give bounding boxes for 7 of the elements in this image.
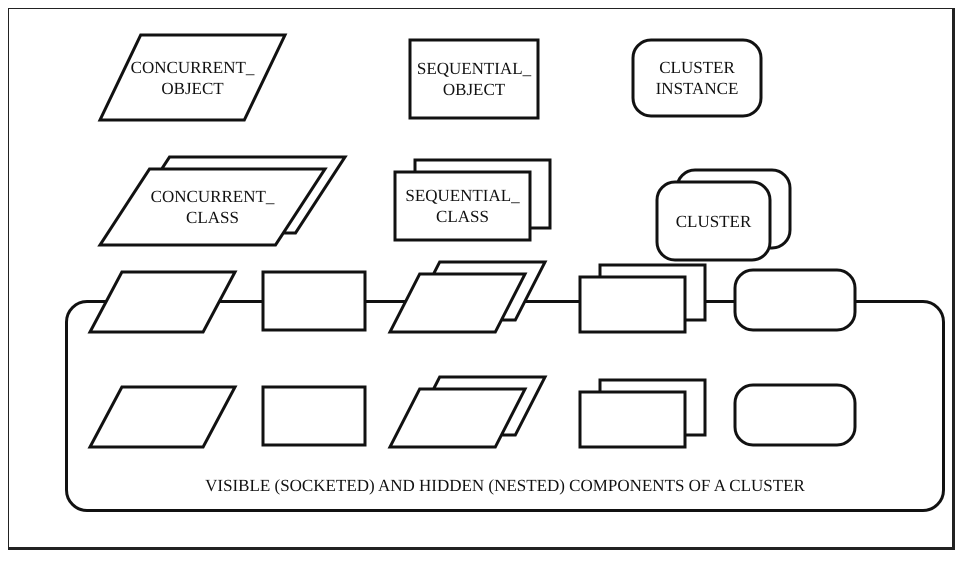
cluster-caption: VISIBLE (SOCKETED) AND HIDDEN (NESTED) COMPONENTS OF A CLUSTER (205, 476, 805, 495)
shape-label: SEQUENTIAL_ CLASS (404, 185, 521, 227)
shape-label: SEQUENTIAL_ OBJECT (416, 58, 532, 100)
shape-label: CONCURRENT_ OBJECT (130, 56, 256, 98)
shape-label: CONCURRENT_ CLASS (150, 186, 276, 228)
shape-label: CLUSTER (676, 210, 752, 232)
shape-label: CLUSTER INSTANCE (654, 57, 740, 99)
